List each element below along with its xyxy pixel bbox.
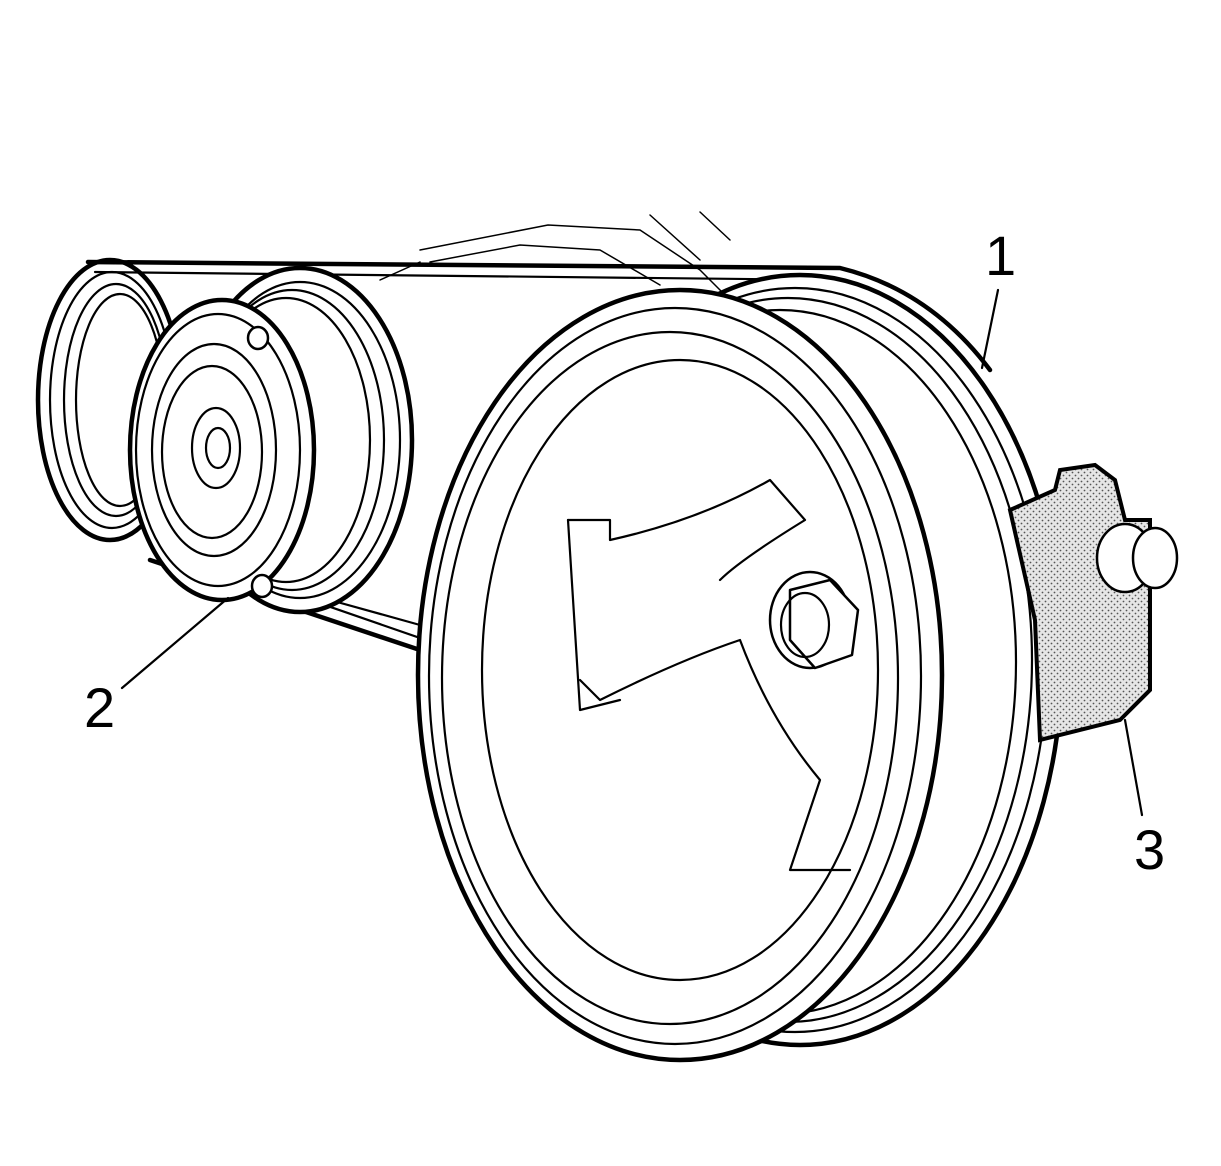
leader-lines	[120, 288, 1144, 817]
leader-line-1	[980, 288, 1000, 370]
leader-line-2	[120, 596, 230, 690]
callout-1: 1	[985, 224, 1017, 287]
crankshaft-position-sensor	[1007, 462, 1179, 743]
callout-3: 3	[1134, 818, 1166, 881]
callout-2: 2	[84, 676, 116, 739]
ac-compressor-clutch	[127, 265, 415, 615]
crankshaft-balancer-pulley	[415, 272, 1065, 1063]
leader-line-3	[1123, 718, 1144, 817]
